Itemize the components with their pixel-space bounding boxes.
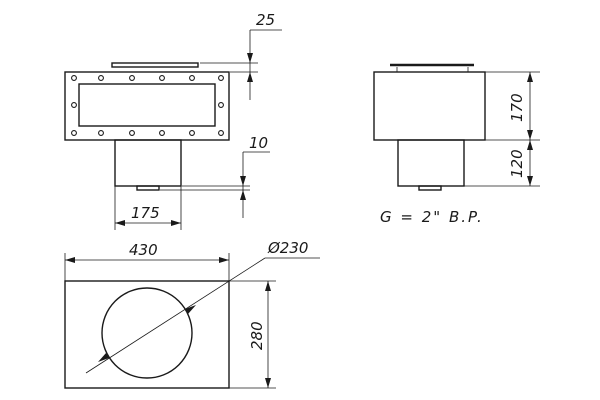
plan-outline bbox=[64, 280, 230, 389]
side-view: 170 120 bbox=[373, 63, 540, 191]
plan-opening-circle bbox=[101, 287, 193, 379]
dim-label-10: 10 bbox=[249, 134, 268, 152]
dim-label-25: 25 bbox=[256, 11, 275, 29]
flange-frame bbox=[64, 71, 230, 141]
side-upper-body bbox=[373, 71, 486, 141]
dimension-10: 10 bbox=[160, 134, 270, 218]
dim-label-175: 175 bbox=[131, 204, 160, 222]
dim-label-diameter: Ø230 bbox=[267, 239, 308, 257]
side-outlet bbox=[418, 185, 442, 191]
dimension-25: 25 bbox=[200, 11, 282, 100]
flange-opening bbox=[78, 83, 216, 127]
dim-label-170: 170 bbox=[508, 93, 526, 122]
dimension-120: 120 bbox=[508, 140, 533, 186]
side-lower-body bbox=[397, 139, 465, 187]
plan-view: 430 Ø230 280 bbox=[64, 239, 320, 389]
dim-label-120: 120 bbox=[508, 149, 526, 178]
dim-label-280: 280 bbox=[248, 321, 266, 350]
dimension-diameter-230: Ø230 bbox=[85, 239, 320, 374]
skimmer-body bbox=[114, 139, 182, 187]
dimension-280: 280 bbox=[229, 280, 276, 389]
front-view: 25 10 175 bbox=[64, 11, 282, 230]
top-plate bbox=[111, 62, 199, 68]
dim-label-430: 430 bbox=[129, 241, 158, 259]
dimension-170: 170 bbox=[508, 72, 533, 140]
thread-note: G = 2" B.P. bbox=[380, 208, 484, 226]
dimension-175: 175 bbox=[114, 186, 182, 230]
flange-bolt-holes bbox=[71, 75, 224, 136]
dimension-430: 430 bbox=[64, 241, 230, 281]
bottom-outlet bbox=[136, 185, 160, 191]
